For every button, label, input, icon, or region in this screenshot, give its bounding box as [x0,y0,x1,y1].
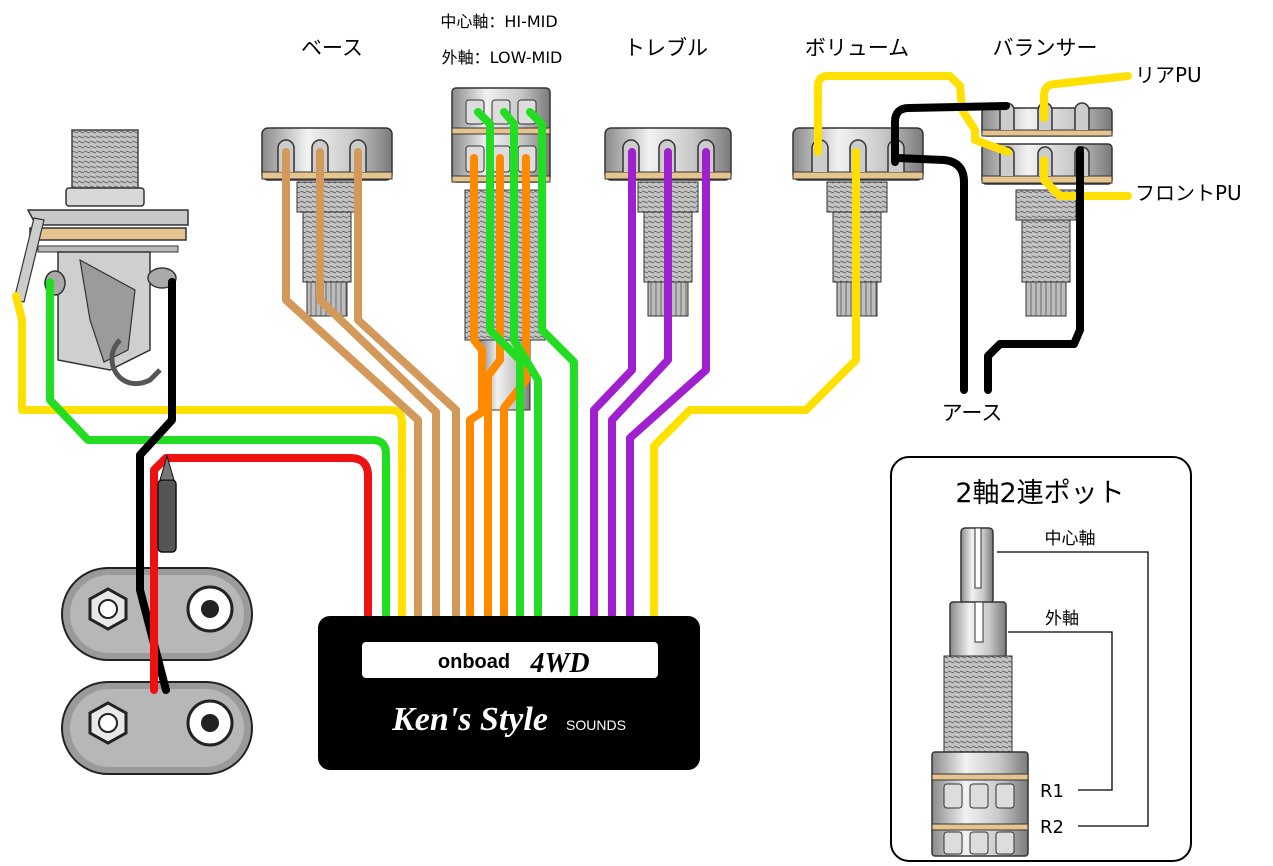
volume-yellow-wire [650,148,860,619]
volume-yellow-loop [814,72,1012,156]
preamp-brand-suffix: SOUNDS [566,717,626,733]
rear-pu-label: リアPU [1135,63,1202,87]
treble-label: トレブル [624,36,708,60]
red-wire-battery [150,454,372,694]
preamp-brand: Ken's Style [391,701,548,738]
mid-green-wire-3 [526,108,578,619]
ground-label: アース [942,401,1003,425]
black-wire-ground-1 [893,154,968,394]
dual-pot-inset: 2軸2連ポット 中心軸 外軸 R1 R2 [890,456,1192,862]
treble-wire-3 [626,148,710,619]
bass-wire-2 [316,148,440,619]
front-pu-wire [1040,156,1132,200]
bass-wire-1 [282,148,422,619]
center-shaft-label: 中心軸：HI-MID [440,12,557,31]
mid-green-wire-1 [474,108,524,619]
black-wire-ground-2 [984,146,1084,394]
preamp-name: onboad [438,651,510,673]
volume-label: ボリューム [805,36,909,60]
bass-label: ベース [301,36,363,60]
bass-pot [261,127,393,317]
balancer-pot [981,102,1113,317]
treble-wire-1 [590,148,636,619]
preamp-model: 4WD [529,648,589,679]
mid-orange-wire-2 [484,154,504,619]
mid-green-wire-2 [500,108,542,619]
rear-pu-wire [1040,72,1132,122]
preamp-module: onboad 4WD Ken's Style SOUNDS [318,616,700,770]
outer-shaft-label: 外軸：LOW-MID [442,48,563,67]
inset-r2-label: R2 [1040,817,1064,838]
inset-r1-label: R1 [1040,781,1064,802]
treble-wire-2 [608,148,672,619]
output-jack [13,129,189,387]
mid-orange-wire-1 [466,154,486,619]
inset-outer-shaft-label: 外軸 [1045,609,1079,629]
bass-wire-3 [354,148,460,619]
black-wire-volume-balancer [891,102,1010,166]
mid-orange-wire-3 [500,154,530,619]
inset-center-shaft-label: 中心軸 [1045,529,1096,549]
balancer-label: バランサー [993,36,1098,60]
green-wire-jack [46,278,390,619]
front-pu-label: フロントPU [1135,181,1242,205]
inset-title: 2軸2連ポット [955,478,1124,509]
black-wire-jack [136,278,176,694]
yellow-wire-jack [12,292,406,619]
